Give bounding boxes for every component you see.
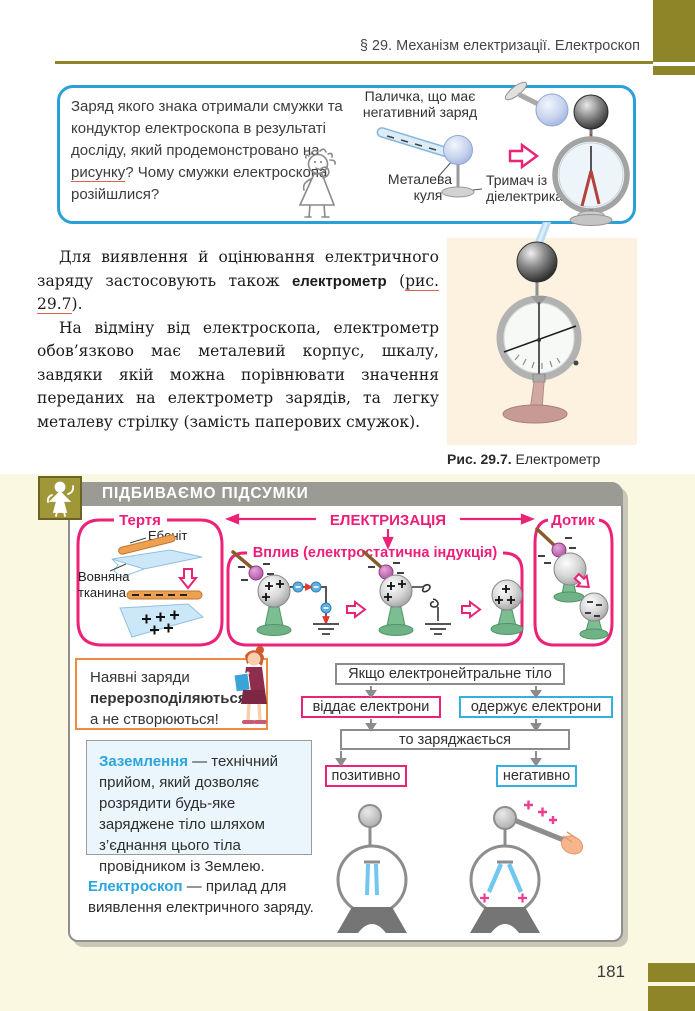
induction-result	[490, 579, 524, 635]
question-text-after: ? Чому смужки електроскопа розійшлися?	[71, 164, 328, 203]
influence-box	[226, 551, 524, 647]
arrow-down-right-icon	[573, 572, 590, 589]
teacher-illustration	[233, 646, 267, 724]
page-header-title: § 29. Механізм електризації. Електроскоп	[359, 38, 640, 54]
figure-caption: Рис. 29.7. Електрометр	[447, 451, 647, 467]
thinking-girl-illustration	[298, 148, 336, 218]
ball-label-line2: куля	[414, 187, 443, 203]
page-number: 181	[596, 962, 625, 981]
flowchart-receives: одержує електрони	[459, 696, 613, 718]
arrow-right-icon	[508, 142, 540, 170]
note-line3: а не створюються!	[90, 711, 219, 728]
flowchart-then: то заряджається	[340, 729, 570, 750]
neutral-electroscope	[336, 804, 408, 933]
note-line1: Наявні заряди	[90, 669, 190, 686]
question-text-before: Заряд якого знака отримали смужки та кон…	[71, 98, 343, 159]
friction-label: Тертя	[119, 512, 161, 529]
arrow-right-icon	[346, 600, 367, 619]
flowchart-arrows	[335, 686, 542, 767]
electrization-diagram: Тертя Дотик ЕЛЕКТРИЗАЦІЯ Вплив (електрос…	[76, 512, 614, 647]
negative-rod	[376, 127, 454, 158]
rod-label-line1: Паличка, що має	[365, 88, 476, 104]
friction-box	[76, 518, 224, 647]
electroscope-definition: Електроскоп — прилад для виявлення елект…	[88, 876, 333, 918]
contact-label: Дотик	[551, 512, 595, 529]
body-text: Для виявлення й оцінювання електричного …	[37, 246, 439, 434]
arrow-right-icon	[461, 600, 482, 619]
summary-section-icon	[38, 476, 82, 520]
summary-figure-icon	[46, 481, 75, 517]
wool-label-line2: тканина	[78, 585, 127, 600]
figure-caption-text: Електрометр	[515, 451, 601, 467]
electroscope-text: — прилад для виявлення електричного заря…	[88, 878, 314, 916]
influence-label: Вплив (електростатична індукція)	[253, 545, 498, 561]
ball-label-line1: Металева	[388, 171, 452, 187]
rod-label-line2: негативний заряд	[363, 104, 477, 120]
electrons	[292, 581, 332, 614]
grounding-text: — технічний прийом, який дозволяє розряд…	[99, 753, 278, 875]
figure-caption-label: Рис. 29.7.	[447, 451, 512, 467]
grounding-definition-box: Заземлення — технічний прийом, який дозв…	[86, 740, 312, 875]
figure-reference-link[interactable]: рисунку	[71, 164, 126, 182]
footer-olive-block-1	[648, 963, 695, 982]
figure-29-7-link[interactable]: рис. 29.7	[37, 271, 439, 314]
induction-stage-2	[362, 550, 451, 636]
contact-illustration	[535, 527, 609, 640]
note-box: Наявні заряди перерозподіляються, а не с…	[75, 658, 268, 730]
electroscope-term: Електроскоп	[88, 878, 183, 895]
metal-ball-on-stand	[437, 135, 483, 198]
holder-label-line1: Тримач із	[486, 172, 547, 188]
header-rule	[55, 61, 653, 64]
friction-illustration: Ебоніт Вовняна тканина	[78, 528, 205, 638]
result-electroscope	[504, 81, 630, 226]
electroscopes-illustration	[336, 800, 584, 933]
flowchart-root: Якщо електронейтральне тіло	[335, 663, 565, 685]
footer-olive-block-2	[648, 986, 695, 1011]
term-electrometer: електрометр	[291, 272, 387, 290]
electrization-label: ЕЛЕКТРИЗАЦІЯ	[330, 512, 446, 529]
question-text: Заряд якого знака отримали смужки та кон…	[71, 96, 373, 206]
plus-charges	[142, 610, 179, 635]
scale-ticks	[514, 354, 561, 369]
electrization-arrows	[225, 513, 535, 550]
charged-rod-electroscope-diagram: Паличка, що має негативний заряд Металев…	[363, 81, 630, 226]
hand-icon	[560, 831, 584, 855]
induction-stage-1	[231, 550, 339, 636]
paragraph-2: На відміну від електроскопа, електрометр…	[37, 318, 439, 431]
charged-electroscope	[469, 800, 584, 933]
holder-label-line2: діелектрика	[486, 188, 563, 204]
electrometer-photo	[447, 222, 637, 445]
contact-box	[533, 518, 614, 647]
note-line2: перерозподіляються,	[90, 690, 251, 707]
paragraph-1: Для виявлення й оцінювання електричного …	[37, 248, 439, 314]
corner-block-top	[653, 0, 695, 62]
summary-header-bar: ПІДБИВАЄМО ПІДСУМКИ	[68, 482, 623, 506]
plus-charges-rod	[524, 800, 557, 824]
plus-charges-leaves	[480, 893, 527, 903]
arrow-down-icon	[177, 568, 199, 590]
corner-block-small	[653, 66, 695, 75]
flowchart-positive: позитивно	[325, 765, 407, 787]
grounding-term: Заземлення	[99, 753, 188, 770]
wool-label-line1: Вовняна	[78, 569, 130, 584]
flowchart-negative: негативно	[496, 765, 577, 787]
